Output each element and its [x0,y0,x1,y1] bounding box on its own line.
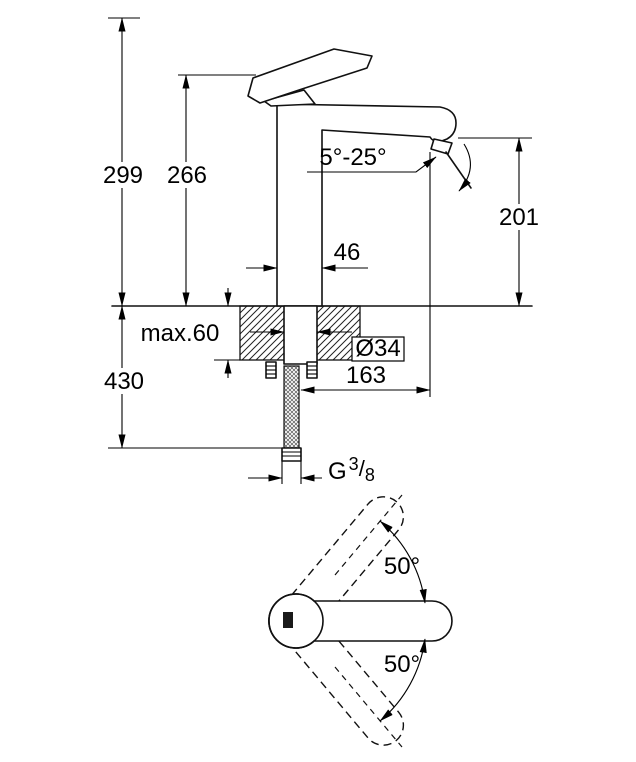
dim-outlet-height-label: 201 [499,204,539,231]
dim-body-width: 46 [246,239,368,272]
dim-spout-reach: 163 [300,152,431,397]
dim-spout-reach-label: 163 [346,362,386,389]
dim-overall-height: 299 [99,17,147,307]
mounting-stud-left [265,361,277,379]
supply-hose [283,365,300,449]
counter-cross-section [214,305,361,365]
dim-max-thickness-label: max.60 [141,320,220,347]
swivel-axis-lower [334,666,403,748]
faucet-side-view [111,48,533,462]
swivel-arc-upper [379,520,427,604]
dim-depth-below: 430 [98,305,282,449]
aerator [430,138,453,155]
swivel-angle-upper-label: 50° [384,553,420,580]
hose-connector [281,447,302,462]
body-top-view [268,593,324,649]
dim-hole-diameter-label: Ø34 [355,335,400,362]
aerator-angle-arc [458,143,471,192]
handle-lever [247,48,373,104]
dim-height-to-spout: 266 [163,74,256,307]
indicator-mark [283,612,293,628]
swivel-angle-lower-label: 50° [384,651,420,678]
handle-base [263,89,316,107]
mounting-shank [283,305,318,365]
swivel-arc-lower [379,638,427,722]
top-view: 50° 50° [268,494,453,748]
dim-overall-height-label: 299 [103,162,143,189]
dim-body-width-label: 46 [334,239,361,266]
dim-hole-diameter: Ø34 [250,328,405,362]
dim-outlet-height: 201 [458,137,543,307]
dim-height-to-spout-label: 266 [167,162,207,189]
mounting-stud-right [306,361,318,379]
aerator-stream-line [445,151,472,189]
dim-depth-below-label: 430 [104,368,144,395]
faucet-body-and-spout [276,103,457,307]
dim-max-thickness: max.60 [141,288,232,378]
dim-aerator-angle: 5°-25° [307,144,437,173]
dim-aerator-angle-label: 5°-25° [319,144,386,171]
